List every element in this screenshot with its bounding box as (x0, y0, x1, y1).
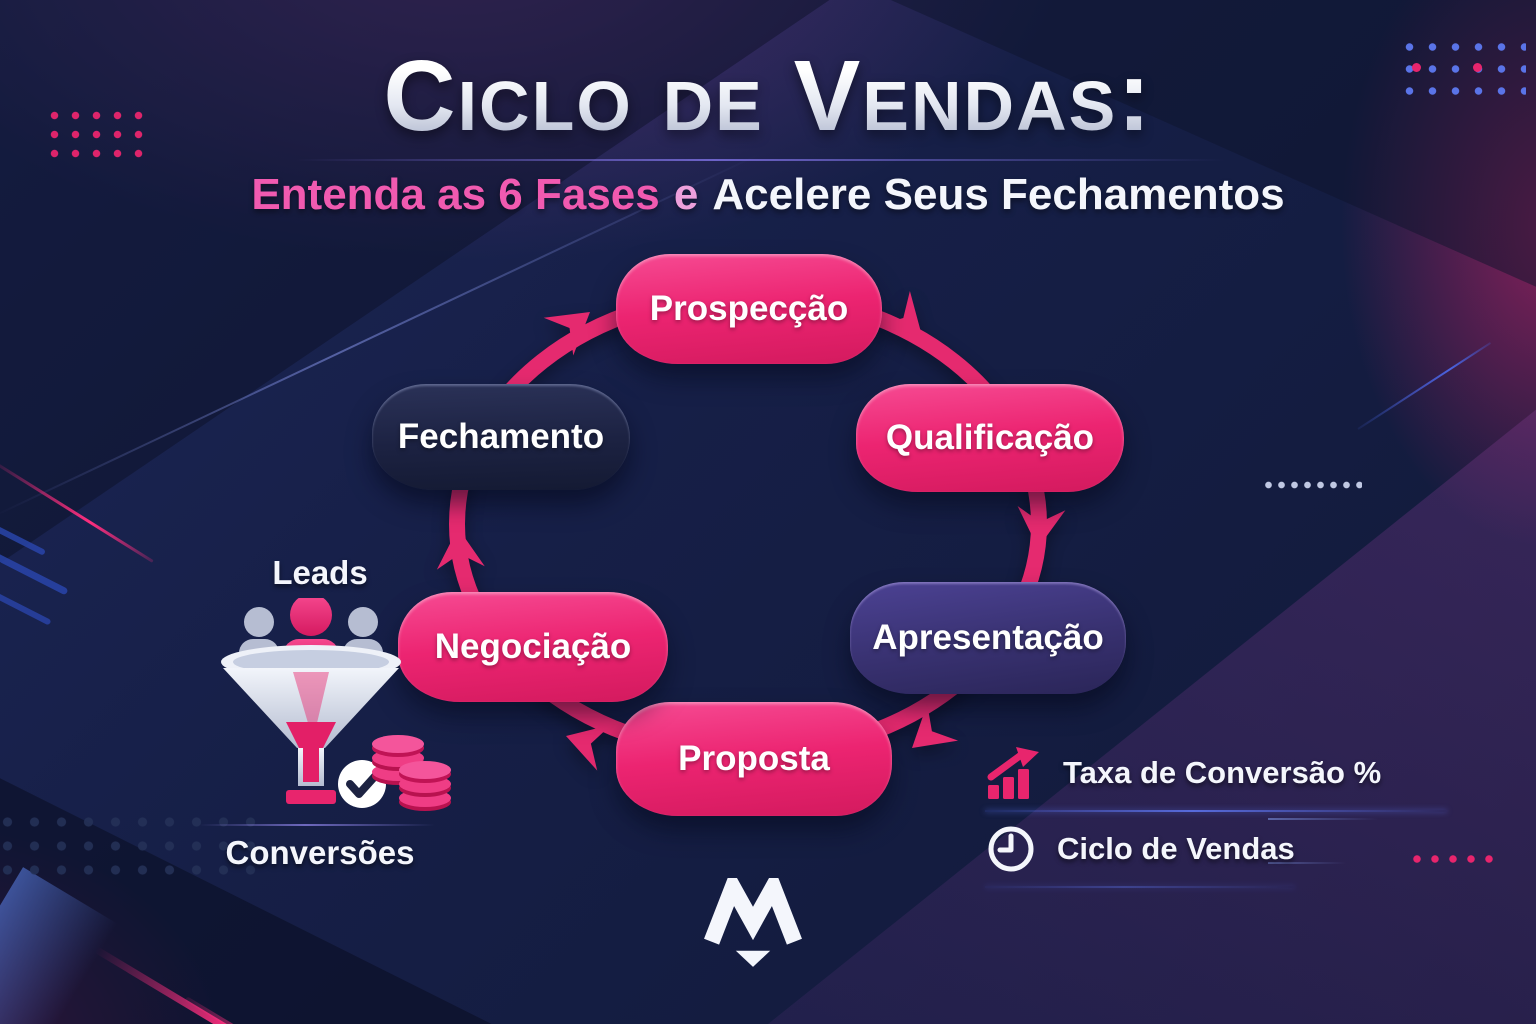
dot-grid-navy (0, 810, 268, 880)
conversoes-label: Conversões (225, 834, 415, 871)
legend-row-cycle: Ciclo de Vendas (985, 816, 1465, 882)
light-streak-decor (1268, 862, 1346, 864)
funnel-divider (199, 824, 435, 826)
cycle-arrow-icon (436, 528, 485, 570)
cycle-node-negociacao: Negociação (398, 592, 668, 702)
bar-chart-up-icon (987, 747, 1039, 799)
cycle-node-qualificacao: Qualificação (856, 384, 1124, 492)
leads-label: Leads (272, 554, 368, 591)
coins-icon (372, 735, 451, 811)
funnel-shape (221, 645, 401, 804)
cycle-arrow-icon (543, 312, 590, 356)
cycle-node-proposta: Proposta (616, 702, 892, 816)
node-label: Proposta (678, 739, 830, 778)
cycle-arrow-icon (876, 290, 922, 336)
subtitle-part-white: Acelere Seus Fechamentos (712, 170, 1285, 219)
cycle-arrow-icon (912, 703, 959, 748)
cycle-node-fechamento: Fechamento (372, 384, 630, 490)
logo-m-icon (704, 878, 802, 967)
pink-dot (1473, 63, 1482, 72)
legend-row-conversion: Taxa de Conversão % (985, 740, 1465, 806)
node-label: Qualificação (885, 418, 1095, 457)
node-label: Apresentação (872, 618, 1104, 657)
node-label: Prospecção (649, 289, 849, 328)
title-divider (296, 159, 1226, 161)
legend-divider (985, 810, 1447, 812)
page-subtitle: Entenda as 6 Fases e Acelere Seus Fechamen… (0, 170, 1536, 220)
legend: Taxa de Conversão % Ciclo de Vendas (985, 740, 1465, 892)
light-streak-decor (1268, 818, 1378, 820)
legend-label: Ciclo de Vendas (1057, 831, 1295, 866)
cycle-node-prospeccao: Prospecção (616, 254, 882, 364)
pink-dot (1412, 63, 1421, 72)
dot-row-pink (1408, 852, 1496, 866)
subtitle-part-pink: Entenda as 6 Fases (251, 170, 660, 219)
legend-label: Taxa de Conversão % (1063, 755, 1382, 790)
funnel-block: Leads (185, 552, 455, 887)
cycle-arrow-icon (566, 724, 612, 771)
node-label: Fechamento (397, 417, 605, 456)
subtitle-part-mid: e (673, 170, 699, 219)
cycle-arrow-icon (1017, 506, 1066, 548)
clock-icon (988, 826, 1034, 872)
funnel-icon (221, 598, 451, 811)
legend-divider (985, 886, 1295, 888)
page-title: Ciclo de Vendas: (0, 46, 1536, 146)
dot-row-white (1262, 478, 1362, 492)
node-label: Negociação (434, 627, 632, 666)
dot-grid-pink (44, 106, 144, 164)
cycle-node-apresentacao: Apresentação (850, 582, 1126, 694)
